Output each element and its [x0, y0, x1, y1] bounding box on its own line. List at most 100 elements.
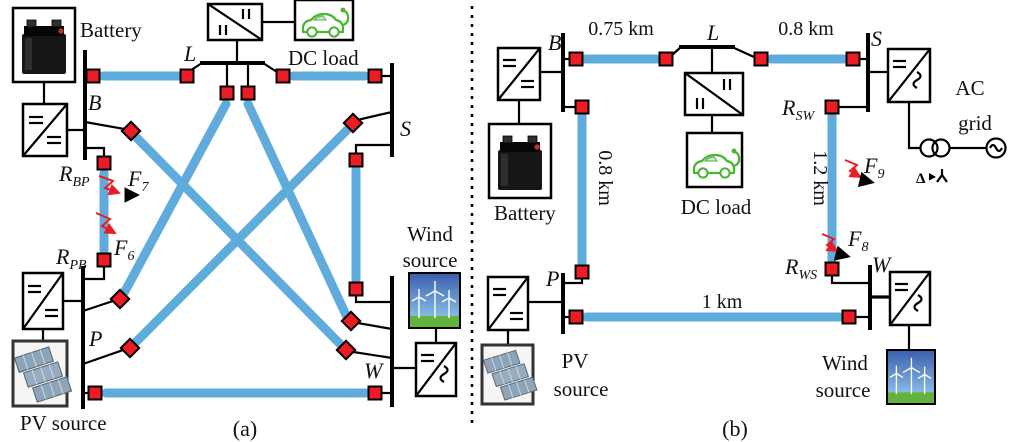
relay-square — [85, 68, 101, 84]
wind-turbine-icon — [408, 272, 461, 329]
caption-a: (a) — [233, 416, 257, 441]
bus-label-W-a: W — [364, 358, 384, 383]
pv-label-b-2: source — [554, 377, 609, 401]
wind-label-a-1: Wind — [407, 222, 453, 246]
relay-diamond — [119, 337, 141, 359]
relay-square — [240, 85, 256, 101]
fault-F9-marker — [844, 159, 875, 188]
cable-s-p — [131, 125, 352, 347]
length-label-LS: 0.8 km — [778, 18, 834, 40]
bus-label-B-a: B — [88, 90, 101, 115]
pv-panel-icon — [11, 339, 73, 408]
relay-square — [367, 68, 383, 84]
panel-a-cables — [98, 71, 371, 398]
panel-b-buses — [561, 33, 872, 334]
winding-arrow-icon — [929, 173, 936, 181]
relay-square — [845, 51, 861, 67]
dc-load-label-b: DC load — [681, 195, 752, 219]
fault-label-F6: F6 — [113, 235, 134, 264]
battery-converter-b — [496, 46, 542, 102]
pv-panel-icon-b — [480, 343, 538, 406]
bus-label-L-a: L — [183, 41, 196, 66]
wind-converter-b — [888, 270, 932, 327]
length-label-SW: 1.2 km — [809, 150, 831, 206]
battery-icon-b — [487, 122, 553, 200]
panel-a-buses — [81, 50, 394, 409]
relay-label-RSW: RSW — [781, 95, 815, 124]
fault-label-F8: F8 — [847, 226, 868, 255]
relay-diamond — [342, 112, 364, 134]
caption-b: (b) — [722, 416, 748, 441]
panel-b: Battery DC load PV source Wind source AC… — [480, 18, 1007, 441]
fault-label-F9: F9 — [863, 153, 884, 182]
relay-square — [568, 51, 584, 67]
relay-square — [753, 51, 769, 67]
bus-label-S-b: S — [871, 26, 882, 51]
relay-square — [367, 385, 383, 401]
bus-label-S-a: S — [400, 116, 411, 141]
relay-label-RWS: RWS — [784, 254, 817, 283]
ev-dc-load-icon — [293, 0, 355, 42]
cable-l-w — [243, 99, 351, 320]
wind-label-b-1: Wind — [822, 351, 868, 375]
relay-diamond — [120, 120, 142, 142]
load-converter-b — [683, 71, 745, 117]
relay-label-RPB: RPB — [55, 244, 87, 273]
fault-F8-marker — [821, 233, 851, 261]
bus-label-P-b: P — [545, 266, 559, 291]
relay-square-RWS — [824, 261, 840, 277]
relay-square — [275, 68, 291, 84]
transformer-icon — [919, 138, 951, 183]
relay-label-RBP: RBP — [58, 161, 90, 190]
wind-label-b-2: source — [816, 378, 871, 402]
bus-label-L-b: L — [706, 20, 719, 45]
panel-b-cables — [577, 54, 849, 322]
pv-label-a: PV source — [20, 411, 107, 435]
bus-label-B-b: B — [548, 30, 561, 55]
relay-square — [574, 99, 590, 115]
ev-dc-load-icon-b — [685, 131, 744, 189]
relay-square — [87, 385, 103, 401]
wind-label-a-2: source — [403, 248, 458, 272]
bus-label-P-a: P — [88, 326, 102, 351]
wind-turbine-icon-b — [886, 349, 936, 405]
relay-diamond — [109, 288, 131, 310]
relay-square — [348, 152, 364, 168]
relay-diamond — [340, 310, 362, 332]
fault-label-F7: F7 — [127, 166, 149, 195]
cable-l-p — [119, 99, 231, 298]
delta-symbol: Δ — [916, 171, 926, 187]
relay-diamond — [335, 339, 357, 361]
ac-source-icon — [985, 137, 1007, 159]
pv-label-b-1: PV — [562, 349, 589, 373]
panel-b-relays — [568, 51, 861, 325]
load-converter-a — [206, 2, 264, 42]
ac-grid-label-2: grid — [958, 111, 992, 135]
dc-load-label-a: DC load — [288, 46, 359, 70]
wye-symbol-icon — [936, 169, 948, 183]
length-label-PW: 1 km — [702, 291, 743, 313]
battery-converter-a — [21, 102, 69, 158]
relay-square — [658, 51, 674, 67]
panel-a-relays — [85, 68, 383, 401]
pv-converter-a — [21, 271, 65, 331]
battery-label-a: Battery — [80, 18, 142, 42]
relay-square — [219, 85, 235, 101]
ac-grid-label-1: AC — [955, 76, 984, 100]
relay-square — [574, 264, 590, 280]
panel-a: Battery DC load PV source Wind source B … — [11, 0, 461, 441]
relay-square — [348, 281, 364, 297]
wind-converter-a — [414, 341, 458, 398]
relay-square — [568, 309, 584, 325]
relay-square — [841, 309, 857, 325]
pv-converter-b — [486, 275, 530, 332]
relay-square-RPB — [96, 252, 112, 268]
relay-square-RSW — [824, 99, 840, 115]
relay-square-RBP — [96, 155, 112, 171]
battery-label-b: Battery — [494, 201, 556, 225]
fault-F6-marker — [95, 212, 117, 234]
length-label-BP: 0.8 km — [594, 150, 616, 206]
panel-b-wires — [506, 45, 987, 350]
